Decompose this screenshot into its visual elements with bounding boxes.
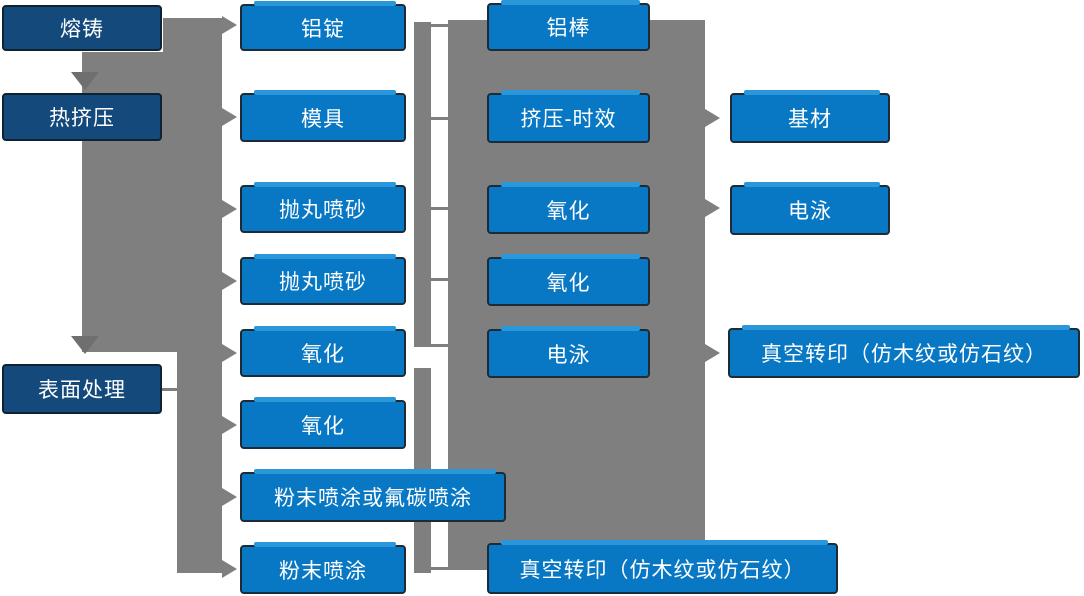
node-label: 氧化 (301, 414, 345, 438)
node-aluminum-rod: 铝棒 (487, 0, 650, 51)
connector-bar-middle-upper (414, 22, 431, 347)
node-label: 真空转印（仿木纹或仿石纹） (519, 558, 806, 582)
arrow-down-icon (71, 72, 99, 90)
arrow-down-icon (71, 336, 99, 354)
node-aluminum-ingot: 铝锭 (240, 1, 406, 51)
connector-bar-left-lower (177, 352, 222, 573)
node-shot-blasting-1: 抛丸喷砂 (240, 182, 406, 233)
node-vacuum-transfer-printing-right: 真空转印（仿木纹或仿石纹） (728, 325, 1080, 378)
node-label: 挤压-时效 (520, 108, 617, 131)
node-label: 电泳 (546, 343, 591, 367)
node-label: 真空转印（仿木纹或仿石纹） (761, 343, 1047, 366)
node-label: 热挤压 (49, 107, 115, 130)
node-label: 基材 (788, 108, 832, 131)
connector-stub (431, 344, 448, 347)
connector-stub (431, 207, 448, 210)
node-oxidation-1: 氧化 (240, 326, 406, 377)
arrow-right-icon (705, 199, 720, 217)
arrow-right-icon (222, 16, 237, 34)
node-label: 熔铸 (60, 18, 104, 41)
node-label: 氧化 (546, 271, 591, 295)
connector-stub (431, 567, 448, 570)
connector-elbow-top (163, 18, 222, 52)
arrow-right-icon (222, 416, 237, 434)
arrow-right-icon (222, 344, 237, 362)
arrow-right-icon (222, 560, 237, 578)
node-hot-extrusion: 热挤压 (2, 93, 162, 141)
arrow-right-icon (222, 200, 237, 218)
node-powder-coating: 粉末喷涂 (240, 542, 406, 594)
node-electrophoresis-1: 电泳 (487, 326, 650, 378)
node-label: 铝锭 (301, 17, 345, 41)
arrow-right-icon (222, 488, 237, 506)
node-label: 电泳 (788, 200, 832, 223)
node-extrusion-aging: 挤压-时效 (487, 90, 650, 143)
node-oxidation-4: 氧化 (487, 254, 650, 306)
node-surface-treatment: 表面处理 (2, 364, 162, 414)
node-label: 铝棒 (546, 17, 591, 40)
node-melt-casting: 熔铸 (2, 5, 162, 51)
arrow-right-icon (705, 109, 720, 127)
connector-stub (431, 278, 448, 281)
arrow-right-icon (705, 344, 720, 362)
node-label: 粉末喷涂 (279, 559, 367, 583)
node-label: 抛丸喷砂 (279, 271, 367, 294)
node-oxidation-3: 氧化 (487, 182, 650, 234)
node-oxidation-2: 氧化 (240, 397, 406, 449)
node-label: 模具 (301, 107, 345, 131)
node-label: 氧化 (546, 199, 591, 223)
node-label: 抛丸喷砂 (279, 199, 367, 222)
arrow-right-icon (222, 272, 237, 290)
node-label: 氧化 (301, 343, 345, 366)
connector-stub (431, 24, 448, 27)
connector-stem-surface-treatment (162, 388, 178, 391)
node-vacuum-transfer-printing-bottom: 真空转印（仿木纹或仿石纹） (487, 540, 838, 594)
node-label: 粉末喷涂或氟碳喷涂 (274, 487, 472, 510)
node-label: 表面处理 (38, 379, 126, 402)
node-electrophoresis-2: 电泳 (730, 182, 890, 235)
node-substrate: 基材 (730, 90, 890, 143)
node-mold: 模具 (240, 90, 406, 142)
connector-stub (431, 117, 448, 120)
node-powder-or-fluorocarbon-coating: 粉末喷涂或氟碳喷涂 (240, 469, 506, 522)
arrow-right-icon (222, 108, 237, 126)
node-shot-blasting-2: 抛丸喷砂 (240, 254, 406, 305)
